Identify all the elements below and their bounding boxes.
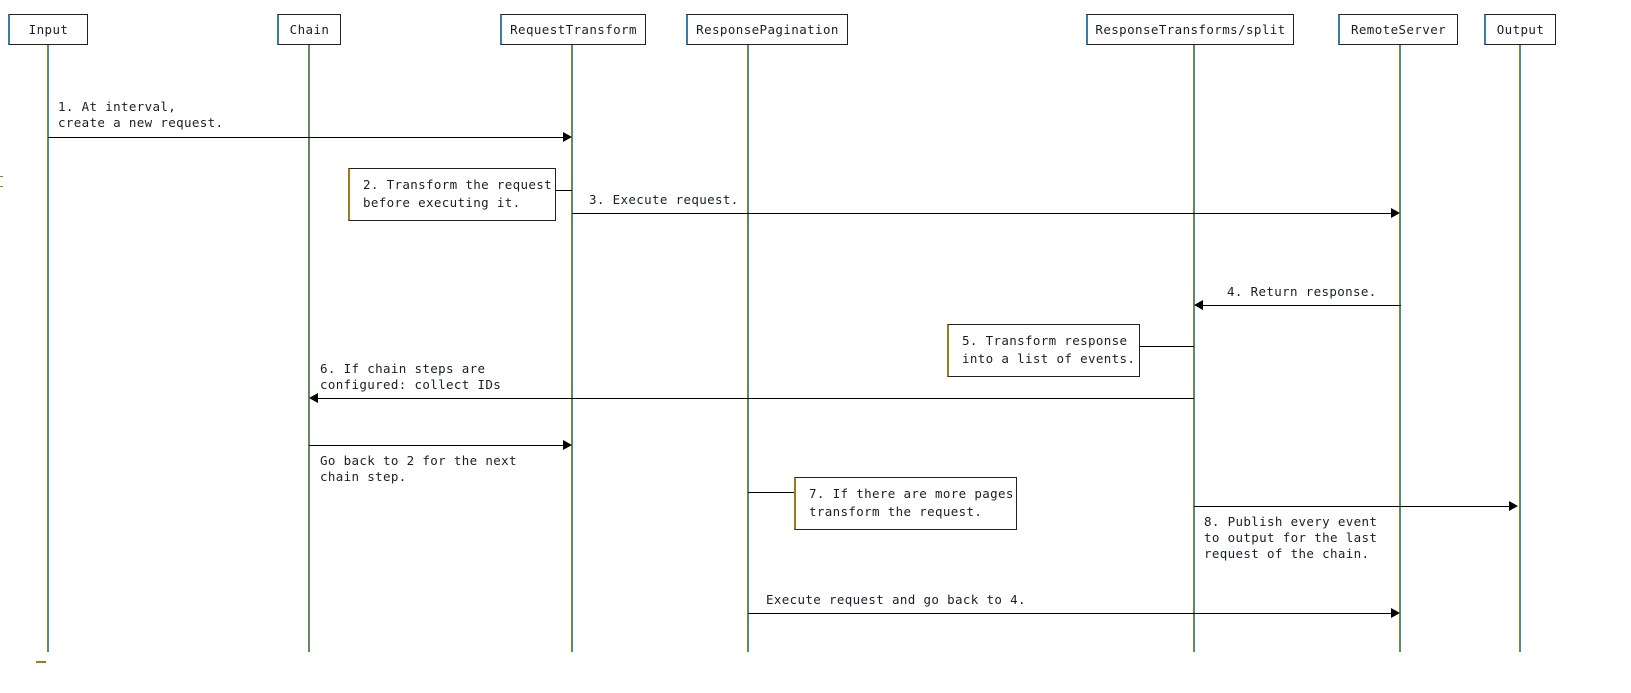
participant-input[interactable]: Input xyxy=(8,14,88,45)
participant-label: Chain xyxy=(289,22,330,37)
note-5: 5. Transform response into a list of eve… xyxy=(947,324,1140,377)
edge-tick-bottom xyxy=(36,661,46,663)
participant-responsepagination[interactable]: ResponsePagination xyxy=(686,14,848,45)
participant-label: Input xyxy=(28,22,69,37)
message-4-label: 4. Return response. xyxy=(1227,284,1377,299)
message-goback2-label: Go back to 2 for the next chain step. xyxy=(320,453,517,484)
message-1-label: 1. At interval, create a new request. xyxy=(58,99,224,130)
lifeline-responsepagination xyxy=(747,45,749,652)
participant-label: RequestTransform xyxy=(510,22,637,37)
message-8-label: 8. Publish every event to output for the… xyxy=(1204,514,1378,561)
lifeline-output xyxy=(1519,45,1521,652)
participant-chain[interactable]: Chain xyxy=(277,14,341,45)
message-3-arrowhead xyxy=(1391,208,1400,218)
note-7: 7. If there are more pages transform the… xyxy=(794,477,1017,530)
participant-label: Output xyxy=(1496,22,1545,37)
message-3-line xyxy=(572,213,1391,214)
message-4-arrowhead xyxy=(1194,300,1203,310)
participant-label: ResponseTransforms/split xyxy=(1095,22,1286,37)
participant-label: RemoteServer xyxy=(1350,22,1447,37)
lifeline-remoteserver xyxy=(1399,45,1401,652)
message-8-line xyxy=(1194,506,1509,507)
message-6-line xyxy=(318,398,1194,399)
participant-requesttransform[interactable]: RequestTransform xyxy=(500,14,646,45)
message-goback2-line xyxy=(309,445,563,446)
lifeline-requesttransform xyxy=(571,45,573,652)
note-7-connector xyxy=(748,492,796,493)
participant-responsetransforms-split[interactable]: ResponseTransforms/split xyxy=(1086,14,1294,45)
message-6-label: 6. If chain steps are configured: collec… xyxy=(320,361,502,392)
participant-output[interactable]: Output xyxy=(1484,14,1556,45)
lifeline-responsetransforms-split xyxy=(1193,45,1195,652)
note-5-connector xyxy=(1132,346,1194,347)
note-2-connector xyxy=(548,190,572,191)
message-3-label: 3. Execute request. xyxy=(589,192,739,207)
message-1-line xyxy=(48,137,563,138)
message-6-arrowhead xyxy=(309,393,318,403)
edge-tick-left-lower xyxy=(0,186,3,187)
participant-label: ResponsePagination xyxy=(696,22,839,37)
message-goback2-arrowhead xyxy=(563,440,572,450)
message-execback4-arrowhead xyxy=(1391,608,1400,618)
participant-remoteserver[interactable]: RemoteServer xyxy=(1338,14,1458,45)
note-2: 2. Transform the request before executin… xyxy=(348,168,556,221)
message-4-line xyxy=(1203,305,1401,306)
message-8-arrowhead xyxy=(1509,501,1518,511)
lifeline-chain xyxy=(308,45,310,652)
message-execback4-line xyxy=(748,613,1391,614)
lifeline-input xyxy=(47,45,49,652)
message-execback4-label: Execute request and go back to 4. xyxy=(766,592,1026,607)
edge-tick-left-upper xyxy=(0,176,3,177)
message-1-arrowhead xyxy=(563,132,572,142)
